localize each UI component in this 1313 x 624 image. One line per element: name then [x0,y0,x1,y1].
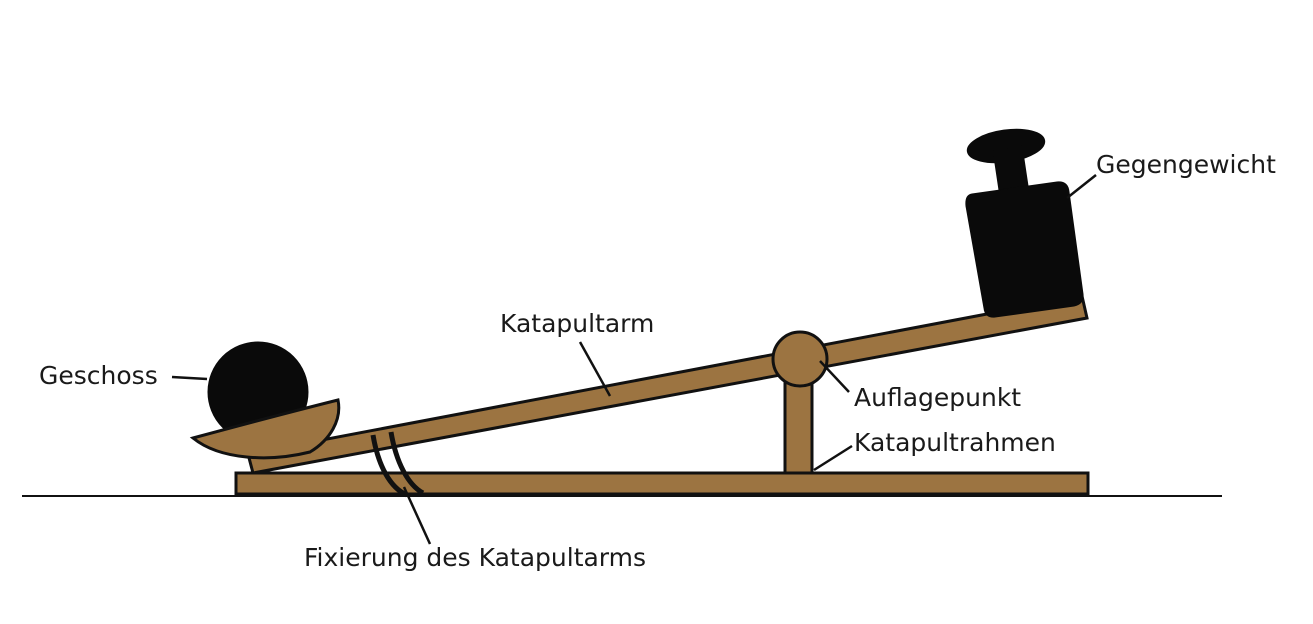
counterweight [965,128,1084,318]
label-frame: Katapultrahmen [854,428,1056,457]
label-pivot: Auflagepunkt [854,383,1021,412]
label-fixing: Fixierung des Katapultarms [304,543,646,572]
leader-arm [578,341,612,397]
leader-pivot [819,360,850,393]
leader-counterweight [1066,174,1097,199]
pivot-circle [771,330,829,388]
leader-fixing [402,486,432,545]
fixing-straps [370,431,425,498]
frame-base [234,471,1090,496]
label-counterweight: Gegengewicht [1096,150,1276,179]
leader-frame [813,444,853,472]
leader-projectile [171,375,208,381]
label-projectile: Geschoss [39,361,158,390]
label-arm: Katapultarm [500,309,654,338]
projectile-cup [189,398,341,460]
